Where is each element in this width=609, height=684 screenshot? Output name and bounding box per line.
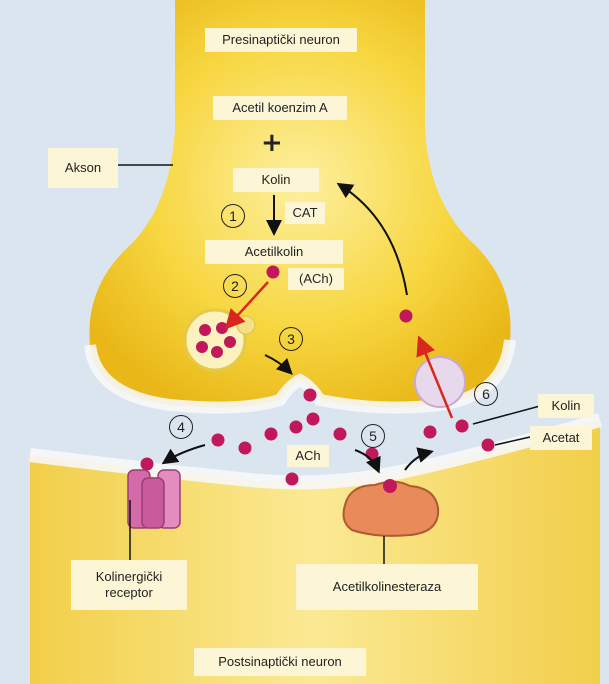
step-2-marker: 2 (223, 274, 247, 298)
plus-sign: + (261, 128, 283, 158)
ach-abbreviation-label: (ACh) (288, 268, 344, 290)
step-4-marker: 4 (169, 415, 193, 439)
step-5-marker: 5 (361, 424, 385, 448)
choline-label-right: Kolin (538, 394, 594, 418)
ach-cleft-label: ACh (287, 445, 329, 467)
choline-label-top: Kolin (233, 168, 319, 192)
cholinergic-receptor (128, 470, 180, 528)
presynaptic-neuron-label: Presinaptički neuron (205, 28, 357, 52)
cholinergic-receptor-label: Kolinergički receptor (71, 560, 187, 610)
cat-enzyme-label: CAT (285, 202, 325, 224)
axon-label: Akson (48, 148, 118, 188)
postsynaptic-neuron-label: Postsinaptički neuron (194, 648, 366, 676)
acetylcholinesterase-label: Acetilkolinesteraza (296, 564, 478, 610)
step-6-marker: 6 (474, 382, 498, 406)
acetate-label: Acetat (530, 426, 592, 450)
choline-transporter (415, 357, 465, 407)
acetyl-coa-label: Acetil koenzim A (213, 96, 347, 120)
step-3-marker: 3 (279, 327, 303, 351)
step-1-marker: 1 (221, 204, 245, 228)
acetylcholine-label: Acetilkolin (205, 240, 343, 264)
